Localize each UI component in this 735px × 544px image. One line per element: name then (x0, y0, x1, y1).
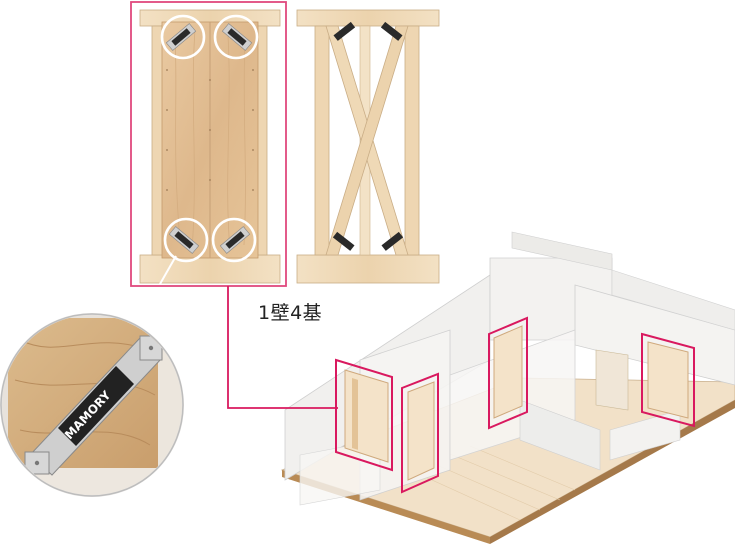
bracket-top-left (165, 23, 197, 51)
bracket-count-caption: 1壁4基 (258, 302, 323, 324)
braced-wall-panel (296, 9, 440, 284)
bracket-bottom-right (219, 226, 251, 254)
wall-highlight-3 (488, 316, 528, 430)
plywood-wall-panel (130, 1, 287, 287)
wall-highlight-2 (401, 372, 439, 494)
panel-highlight-frame (130, 1, 287, 287)
bracket-top-right (221, 23, 253, 51)
wall-highlight-1 (335, 358, 393, 472)
zoom-connector-line (159, 255, 177, 285)
bracket-zoom-detail: MAMORY (0, 313, 184, 497)
wall-highlight-4 (641, 332, 695, 428)
house-isometric (280, 231, 735, 544)
bracket-bottom-left (168, 226, 200, 254)
bracket-highlight-circles (160, 14, 259, 263)
panel-to-wall-connector (227, 286, 338, 409)
